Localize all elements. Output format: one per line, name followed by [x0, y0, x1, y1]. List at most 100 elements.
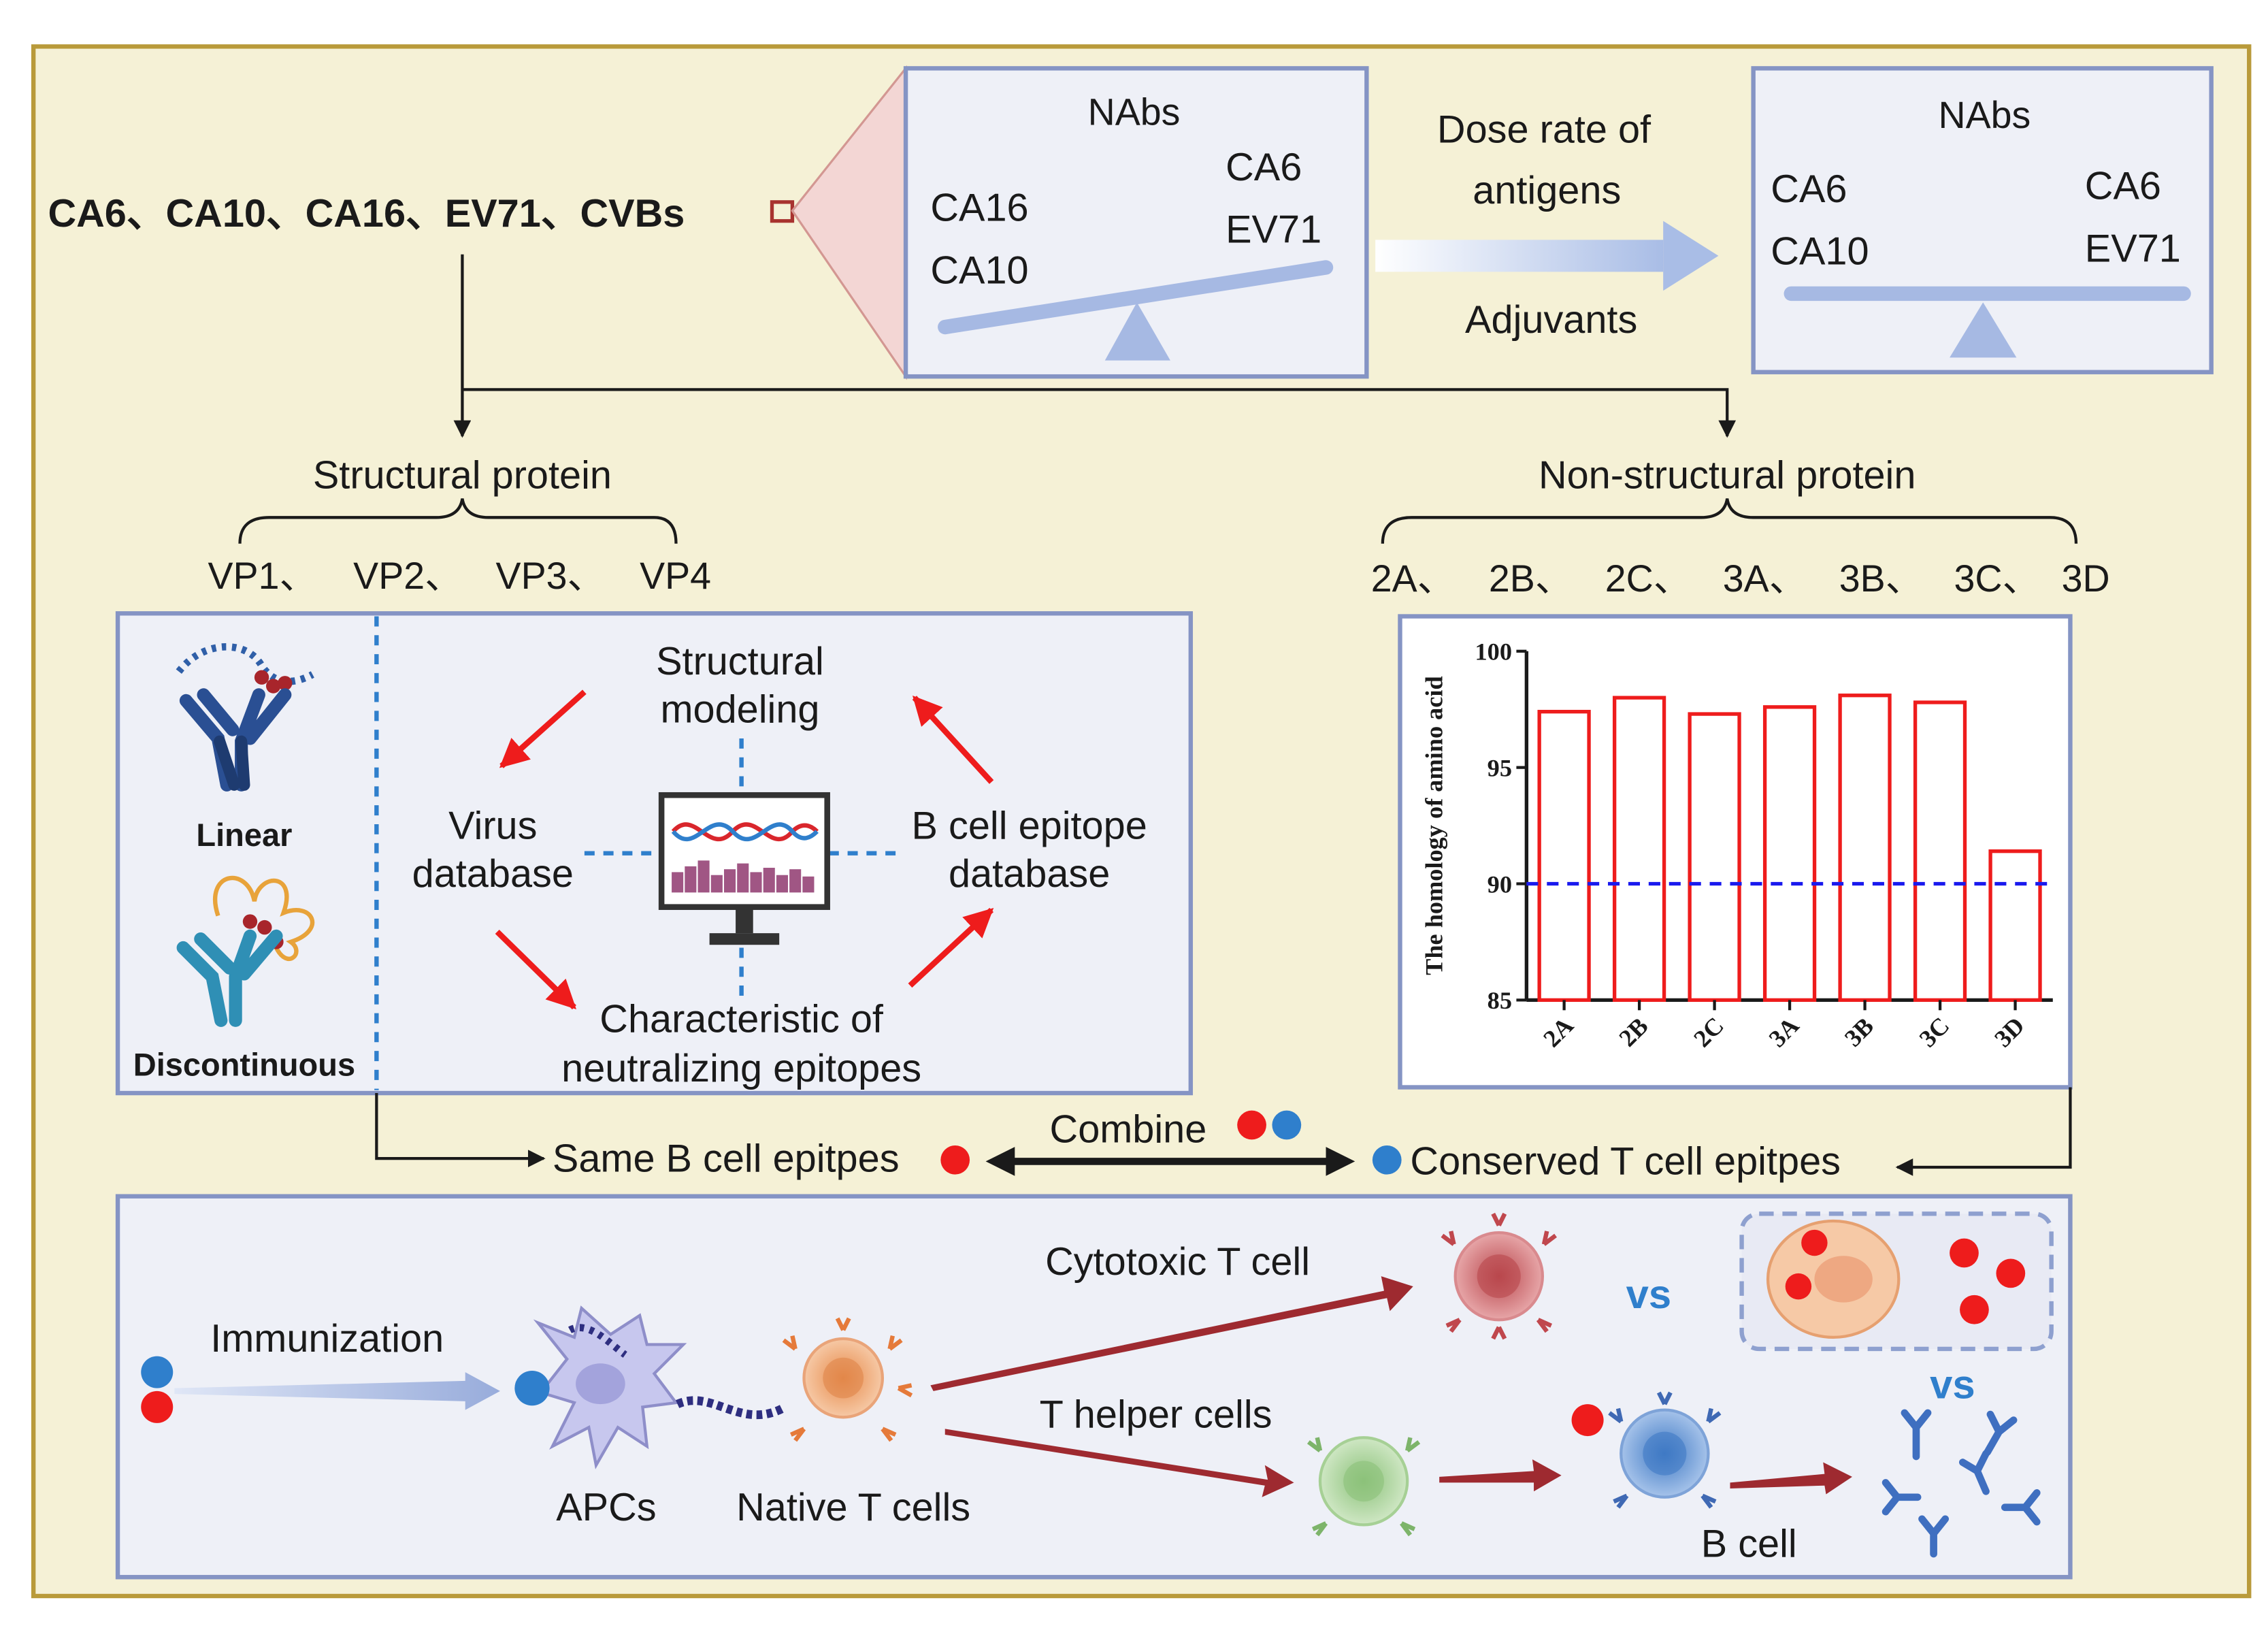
- antigen-blue-dot: [141, 1356, 174, 1388]
- arrow-label-top-2: antigens: [1473, 169, 1621, 212]
- protein-3b: 3B、: [1839, 557, 1923, 600]
- y-tick-label: 100: [1475, 638, 1512, 666]
- y-tick-label: 85: [1488, 987, 1512, 1014]
- blue-dot-t: [1372, 1145, 1402, 1175]
- apcs-label: APCs: [556, 1486, 656, 1529]
- arrow-to-antibodies: [1730, 1462, 1852, 1495]
- structural-modeling-label-1: Structural: [656, 640, 824, 683]
- protein-vp2: VP2、: [353, 555, 462, 597]
- immune-panel: Immunization APCs Native T cells Cytotox…: [115, 1194, 2073, 1580]
- antibody-icons: [1881, 1409, 2041, 1558]
- structural-proteins: VP1、 VP2、 VP3、 VP4: [208, 555, 712, 597]
- protein-2b: 2B、: [1489, 557, 1573, 600]
- b-cell-icon: [1608, 1391, 1722, 1509]
- protein-vp1: VP1、: [208, 555, 317, 597]
- antigen-chain: [675, 1396, 787, 1420]
- nabs-title-right: NAbs: [1938, 94, 2031, 136]
- protein-2a: 2A、: [1371, 557, 1455, 600]
- epitope-panel: Linear Discontinuous Structural modeling…: [115, 611, 1194, 1096]
- protein-vp3: VP3、: [496, 555, 605, 597]
- b-cell-label: B cell: [1701, 1522, 1797, 1565]
- protein-3a: 3A、: [1723, 557, 1807, 600]
- virus-database-label-1: Virus: [448, 804, 537, 847]
- nonstructural-proteins: 2A、 2B、 2C、 3A、 3B、 3C、 3D: [1371, 557, 2110, 600]
- bar-3d: [1988, 849, 2042, 1003]
- t-helper-cells-label: T helper cells: [1040, 1393, 1272, 1436]
- nonstructural-protein-title: Non-structural protein: [1539, 454, 1916, 498]
- right-panel-left-1: CA6: [1771, 167, 1847, 211]
- balance-beam-tilted: [938, 260, 1334, 335]
- nabs-title-left: NAbs: [1088, 91, 1181, 133]
- arrow-to-b-cell: [1439, 1459, 1562, 1492]
- protein-vp4: VP4: [640, 555, 711, 597]
- dose-arrow: Dose rate of antigens Adjuvants: [1375, 108, 1719, 342]
- bcell-database-label-1: B cell epitope: [912, 804, 1147, 847]
- right-panel-left-2: CA10: [1771, 230, 1869, 274]
- cytotoxic-t-cell-label: Cytotoxic T cell: [1045, 1240, 1310, 1284]
- right-pan-label-2: EV71: [1226, 208, 1321, 252]
- y-tick-label: 95: [1488, 754, 1512, 781]
- balance-panel-left: NAbs CA16 CA10 CA6 EV71: [903, 66, 1369, 379]
- combine-label: Combine: [1050, 1108, 1207, 1152]
- linear-antibody-icon: [176, 643, 314, 792]
- balance-fulcrum-icon: [1104, 302, 1170, 361]
- protein-2c: 2C、: [1605, 557, 1692, 600]
- bar-2a: [1537, 709, 1591, 1003]
- antigen-red-dot: [141, 1390, 174, 1423]
- structural-protein-title: Structural protein: [313, 454, 612, 498]
- characteristic-label-2: neutralizing epitopes: [561, 1047, 921, 1090]
- arrow-to-helper: [944, 1429, 1294, 1497]
- arrow-label-bottom: Adjuvants: [1465, 298, 1637, 342]
- helper-t-cell-icon: [1306, 1436, 1421, 1537]
- bar-3b: [1838, 694, 1892, 1003]
- protein-3d: 3D: [2062, 557, 2110, 600]
- vs-label-2: vs: [1930, 1362, 1975, 1407]
- blue-dot-combine: [1272, 1110, 1302, 1140]
- bar-3a: [1762, 705, 1817, 1003]
- computer-monitor-icon: [658, 792, 830, 945]
- right-pan-label-1: CA6: [1226, 146, 1302, 189]
- balance-panel-right: NAbs CA6 CA10 CA6 EV71: [1751, 66, 2214, 374]
- nonstructural-brace: [1381, 498, 2078, 544]
- bcell-database-label-2: database: [949, 852, 1110, 896]
- bar-2c: [1688, 712, 1741, 1003]
- characteristic-label-1: Characteristic of: [599, 997, 884, 1041]
- red-dot-antigen: [1571, 1404, 1604, 1437]
- infected-cell-box: [1739, 1211, 2054, 1352]
- left-pan-label-2: CA10: [930, 248, 1028, 292]
- y-tick-label: 90: [1488, 870, 1512, 898]
- right-panel-right-2: EV71: [2085, 227, 2181, 270]
- structural-brace: [238, 498, 678, 544]
- immunization-arrow: [174, 1372, 500, 1410]
- tree-connectors: [453, 254, 1737, 438]
- bar-2b: [1612, 696, 1666, 1003]
- native-t-cells-label: Native T cells: [736, 1486, 970, 1529]
- combine-connectors: [375, 1087, 2072, 1176]
- serotypes-label: CA6、CA10、CA16、EV71、CVBs: [48, 192, 685, 235]
- protein-3c: 3C、: [1954, 557, 2041, 600]
- arrow-label-top: Dose rate of: [1437, 108, 1651, 151]
- same-b-cell-epitopes-label: Same B cell epitpes: [553, 1137, 900, 1180]
- cytotoxic-t-cell-icon: [1441, 1212, 1558, 1340]
- bar-3c: [1913, 700, 1967, 1003]
- linear-label: Linear: [196, 817, 292, 853]
- structural-modeling-label-2: modeling: [660, 687, 819, 731]
- apc-cell-icon: [514, 1305, 687, 1469]
- virus-database-label-2: database: [412, 852, 574, 896]
- discontinuous-label: Discontinuous: [133, 1046, 355, 1082]
- red-dot-b: [940, 1145, 970, 1175]
- left-pan-label-1: CA16: [930, 186, 1028, 230]
- balance-fulcrum-icon-right: [1950, 302, 2017, 358]
- chart-ylabel: The homology of amino acid: [1420, 676, 1447, 975]
- vs-label-1: vs: [1626, 1271, 1672, 1317]
- conserved-t-cell-epitopes-label: Conserved T cell epitpes: [1410, 1140, 1841, 1184]
- double-arrow: [985, 1147, 1355, 1176]
- virus-particles-icon: [1785, 1229, 2026, 1324]
- arrow-to-cytotoxic: [930, 1276, 1413, 1391]
- right-panel-right-1: CA6: [2085, 165, 2161, 208]
- discontinuous-antibody-icon: [176, 875, 314, 1027]
- red-dot-combine: [1237, 1110, 1266, 1140]
- native-t-cell-icon: [782, 1317, 913, 1442]
